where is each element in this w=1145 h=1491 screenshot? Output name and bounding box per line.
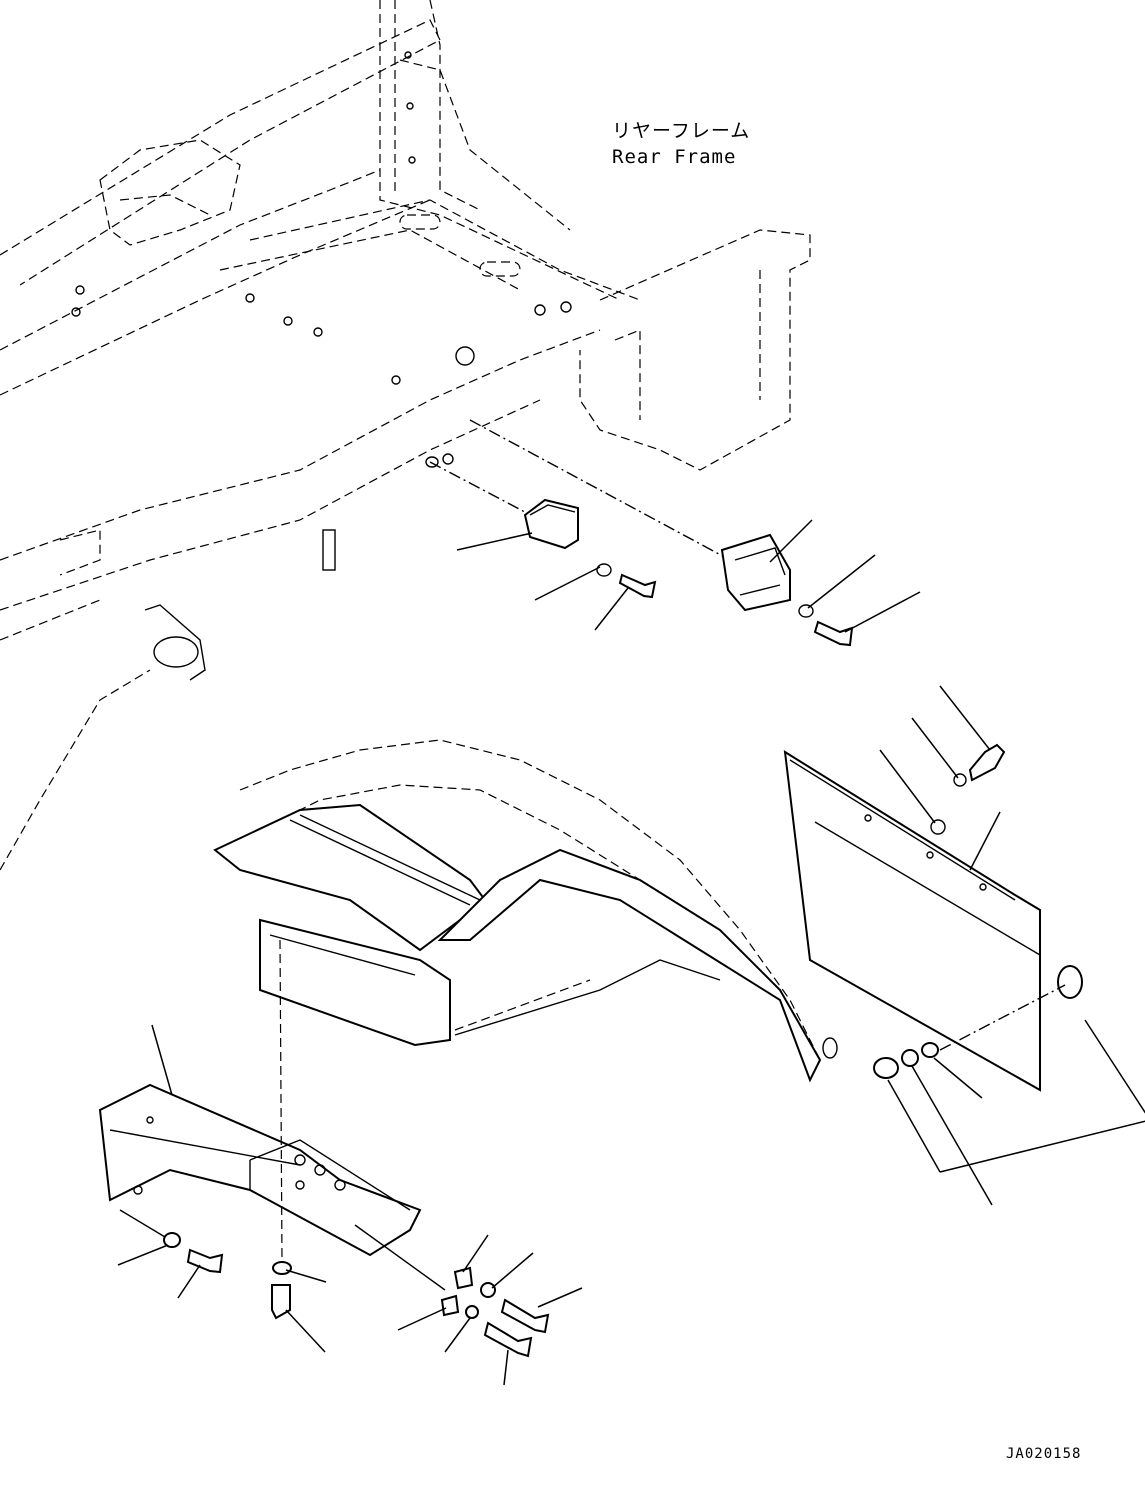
lower-fasteners <box>163 1232 550 1358</box>
fender-assembly <box>213 739 838 1083</box>
callout-leaders <box>117 519 1145 1386</box>
figure-id: JA020158 <box>1006 1446 1082 1462</box>
support-bracket <box>98 939 446 1291</box>
rear-frame-label: リヤーフレーム Rear Frame <box>612 118 750 170</box>
upper-mounting-brackets <box>425 419 854 647</box>
rear-frame-label-en: Rear Frame <box>612 146 737 168</box>
rear-frame-label-jp: リヤーフレーム <box>612 120 751 142</box>
rear-frame-outline <box>0 0 811 871</box>
mud-flap <box>783 743 1083 1092</box>
